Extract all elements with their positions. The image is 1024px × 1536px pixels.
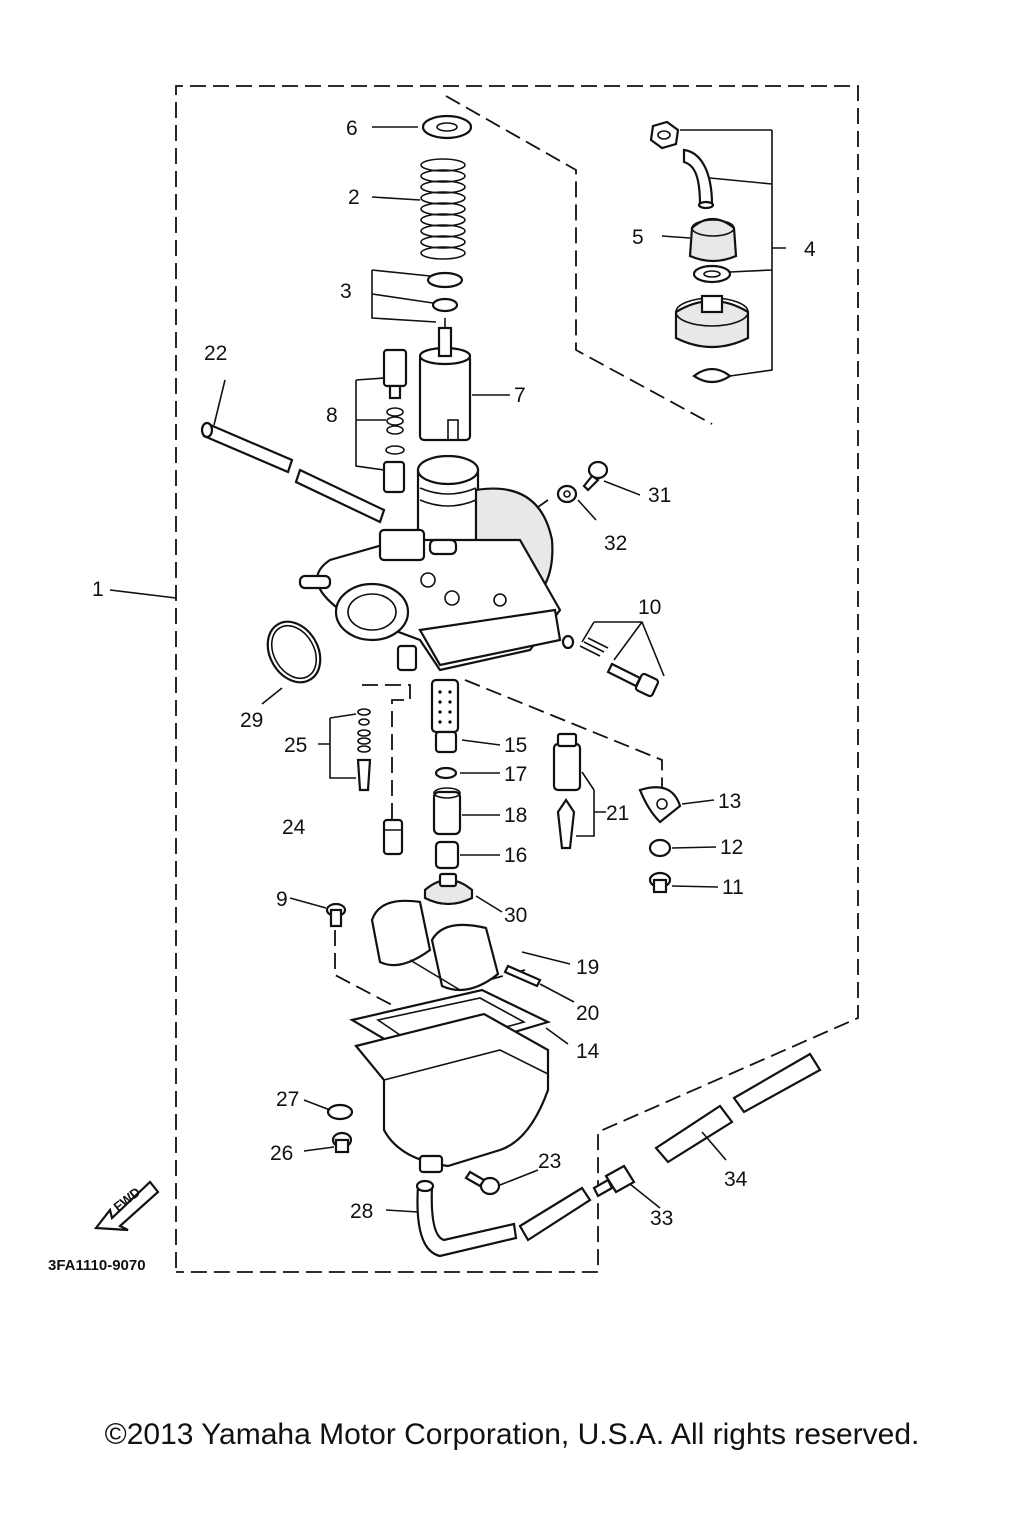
- part-4-washer: [692, 264, 732, 284]
- callout-15: 15: [504, 734, 527, 757]
- fwd-arrow-icon: FWD: [93, 1180, 160, 1232]
- callout-11: 11: [722, 876, 744, 899]
- part-11-screw: [648, 871, 672, 894]
- callout-5: 5: [632, 226, 644, 249]
- callout-18: 18: [504, 804, 527, 827]
- callout-10: 10: [638, 596, 661, 619]
- callout-1: 1: [92, 578, 104, 601]
- callout-31: 31: [648, 484, 671, 507]
- callout-3: 3: [340, 280, 352, 303]
- diagram-code: 3FA1110-9070: [48, 1257, 146, 1274]
- leader-lines: [109, 126, 786, 1213]
- part-22-hose: [200, 421, 386, 524]
- part-4-circlip: [692, 367, 732, 384]
- callout-27: 27: [276, 1088, 299, 1111]
- callout-20: 20: [576, 1002, 599, 1025]
- part-32-washer: [556, 484, 578, 504]
- callout-24: 24: [282, 816, 306, 839]
- part-28-drain-hose: [415, 1179, 592, 1258]
- part-4-mixing-chamber-top: [674, 294, 750, 348]
- callout-30: 30: [504, 904, 527, 927]
- assembly-line-pilot: [362, 684, 411, 820]
- part-17-o-ring: [434, 766, 458, 780]
- part-20-pin: [503, 964, 542, 988]
- callout-29: 29: [240, 709, 263, 732]
- part-5-cap: [688, 217, 738, 263]
- part-26-screw: [331, 1131, 353, 1154]
- part-7-throttle-valve: [418, 326, 472, 442]
- callout-numbers: 6 2 3 5 4 7 8 22 31 32 1 10 29 25 15 17 …: [92, 117, 816, 1230]
- part-31-screw: [582, 460, 609, 492]
- part-25-pilot-screw: [356, 708, 372, 792]
- part-30-valve-seat: [423, 872, 474, 906]
- callout-16: 16: [504, 844, 527, 867]
- part-23-drain-screw: [464, 1170, 501, 1196]
- callout-12: 12: [720, 836, 743, 859]
- callout-8: 8: [326, 404, 338, 427]
- part-13-clamp: [638, 786, 682, 824]
- callout-13: 13: [718, 790, 741, 813]
- part-9-screw: [325, 902, 347, 928]
- callout-19: 19: [576, 956, 599, 979]
- float-bowl: [354, 1012, 550, 1174]
- part-18-jet-holder: [432, 787, 462, 836]
- callout-9: 9: [276, 888, 288, 911]
- assembly-boundary: [175, 85, 859, 1273]
- callout-7: 7: [514, 384, 526, 407]
- callout-23: 23: [538, 1150, 561, 1173]
- callout-33: 33: [650, 1207, 673, 1230]
- callout-25: 25: [284, 734, 307, 757]
- part-15-needle-jet: [430, 678, 460, 754]
- part-2-spring: [420, 158, 466, 260]
- part-21-float-valve: [552, 732, 582, 850]
- part-6-washer: [421, 114, 473, 140]
- callout-28: 28: [350, 1200, 373, 1223]
- part-16-main-jet: [434, 840, 460, 870]
- assembly-line-bowl: [334, 930, 393, 1006]
- assembly-line-cable: [445, 95, 713, 425]
- callout-26: 26: [270, 1142, 293, 1165]
- part-33-fitting: [592, 1164, 636, 1198]
- callout-17: 17: [504, 763, 527, 786]
- copyright-notice: ©2013 Yamaha Motor Corporation, U.S.A. A…: [104, 1418, 920, 1451]
- part-4-cap-assembly: [649, 120, 715, 210]
- callout-2: 2: [348, 186, 360, 209]
- callout-22: 22: [204, 342, 227, 365]
- callout-14: 14: [576, 1040, 600, 1063]
- callout-4: 4: [804, 238, 816, 261]
- part-8-starter-plunger: [382, 348, 408, 494]
- callout-21: 21: [606, 802, 629, 825]
- part-12-washer: [648, 838, 672, 858]
- callout-34: 34: [724, 1168, 748, 1191]
- part-29-o-ring: [266, 620, 322, 684]
- part-27-washer: [326, 1103, 354, 1121]
- part-34-hose: [654, 1052, 822, 1164]
- part-10-air-screw: [561, 634, 660, 698]
- part-24-pilot-jet: [382, 818, 404, 856]
- part-19-float: [370, 899, 500, 992]
- callout-6: 6: [346, 117, 358, 140]
- callout-32: 32: [604, 532, 627, 555]
- carburetor-body: [298, 454, 562, 672]
